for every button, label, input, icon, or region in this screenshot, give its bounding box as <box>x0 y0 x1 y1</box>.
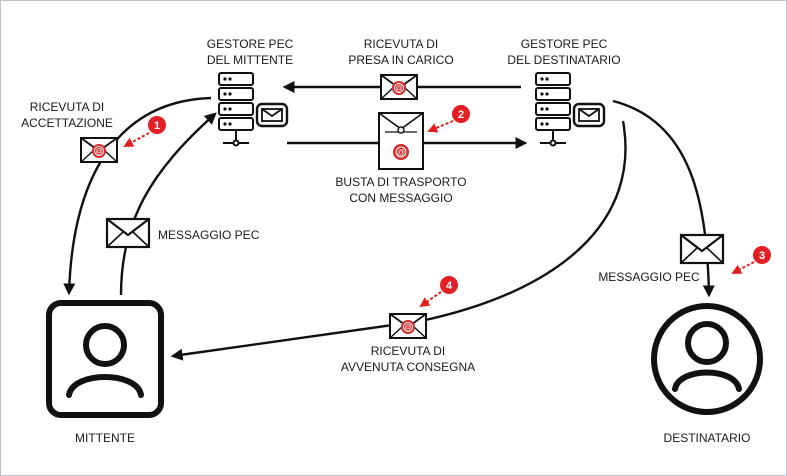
acceptance-line1: RICEVUTA DI <box>30 100 104 114</box>
sealed-envelope-icon <box>80 137 118 163</box>
transport-line1: BUSTA DI TRASPORTO <box>335 175 466 189</box>
sender-server-title-line2: DEL MITTENTE <box>207 53 293 67</box>
sender-label: MITTENTE <box>75 431 135 445</box>
envelope-icon <box>105 217 151 249</box>
pec-recipient-label: MESSAGGIO PEC <box>598 270 700 284</box>
step-badge-number: 1 <box>154 120 160 132</box>
pec-message-recipient: MESSAGGIO PEC 3 <box>598 233 771 284</box>
pickup-receipt: RICEVUTA DI PRESA IN CARICO <box>348 37 454 100</box>
recipient-label: DESTINATARIO <box>664 431 751 445</box>
acceptance-line2: ACCETTAZIONE <box>21 116 113 130</box>
transport-envelope: @ 2 BUSTA DI TRASPORTO CON MESSAGGIO <box>335 105 470 205</box>
server-icon <box>217 71 289 147</box>
step-badge-number: 3 <box>759 250 765 262</box>
transport-line2: CON MESSAGGIO <box>349 191 452 205</box>
pickup-line2: PRESA IN CARICO <box>348 53 453 67</box>
receiver-server-node: GESTORE PEC DEL DESTINATARIO <box>507 37 621 147</box>
step-badge-number: 2 <box>458 109 464 121</box>
user-icon <box>654 306 760 412</box>
pickup-line1: RICEVUTA DI <box>364 37 438 51</box>
delivery-receipt: 4 RICEVUTA DI AVVENUTA CONSEGNA <box>341 276 475 374</box>
badge-pointer <box>427 120 454 133</box>
envelope-icon <box>679 233 725 265</box>
step-badge <box>753 246 771 264</box>
pec-message-arrow <box>119 112 217 296</box>
sender-server-title-line1: GESTORE PEC <box>207 37 294 51</box>
receiver-server-title-line1: GESTORE PEC <box>521 37 608 51</box>
pec-message-sender: MESSAGGIO PEC <box>105 217 260 249</box>
delivery-line2: AVVENUTA CONSEGNA <box>341 360 475 374</box>
badge-pointer <box>731 261 755 274</box>
receiver-server-title-line2: DEL DESTINATARIO <box>507 53 620 67</box>
step-badge-number: 4 <box>446 280 453 292</box>
badge-pointer <box>123 132 150 147</box>
acceptance-receipt: RICEVUTA DI ACCETTAZIONE 1 <box>21 100 166 163</box>
sealed-envelope-icon <box>389 313 427 339</box>
user-icon <box>49 303 161 415</box>
badge-pointer <box>419 291 442 308</box>
delivery-line1: RICEVUTA DI <box>371 344 445 358</box>
sender-server-node: GESTORE PEC DEL MITTENTE <box>207 37 294 147</box>
transport-envelope-icon: @ <box>378 112 424 170</box>
pec-delivery-arrow <box>612 99 715 298</box>
step-badge <box>452 105 470 123</box>
sealed-envelope-icon <box>380 74 418 100</box>
sender-node: MITTENTE <box>49 303 161 445</box>
server-icon <box>534 71 606 147</box>
step-badge <box>440 276 458 294</box>
delivery-receipt-arrow <box>170 120 627 361</box>
step-badge <box>148 116 166 134</box>
pec-sender-label: MESSAGGIO PEC <box>158 228 260 242</box>
svg-text:@: @ <box>397 148 405 157</box>
recipient-node: DESTINATARIO <box>654 306 760 445</box>
